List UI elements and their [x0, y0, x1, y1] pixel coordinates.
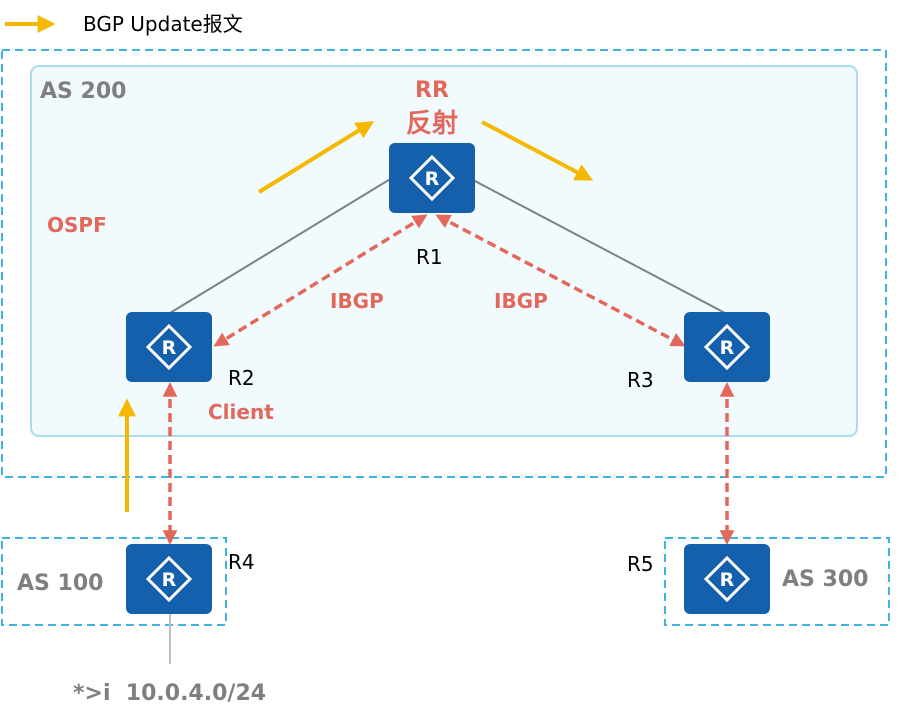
- router-label-r5: R5: [627, 552, 654, 576]
- as300-label: AS 300: [782, 567, 868, 592]
- router-icon: [684, 544, 770, 614]
- ospf-label: OSPF: [47, 213, 107, 237]
- router-label-r3: R3: [627, 368, 654, 392]
- reflect-label: 反射: [406, 109, 458, 139]
- as200-outer-box: [1, 49, 887, 478]
- ibgp-label-left: IBGP: [330, 289, 384, 313]
- update-arrow-r1-to-r3: [481, 120, 594, 181]
- as100-label: AS 100: [17, 571, 103, 596]
- legend-label: BGP Update报文: [83, 12, 243, 36]
- update-arrow-r2-to-r1: [257, 121, 375, 194]
- router-icon: [684, 312, 770, 382]
- ibgp-session-r1-r3: [435, 214, 686, 347]
- router-r3[interactable]: R: [684, 312, 770, 382]
- router-icon: [126, 544, 212, 614]
- client-label: Client: [208, 400, 274, 424]
- as300-box: [664, 537, 890, 626]
- svg-text:R: R: [162, 569, 177, 591]
- ibgp-session-r1-r2: [213, 214, 428, 347]
- svg-text:R: R: [425, 168, 440, 190]
- rr-label: RR: [415, 78, 449, 103]
- ibgp-label-right: IBGP: [494, 289, 548, 313]
- router-icon: [126, 312, 212, 382]
- router-r1[interactable]: R: [389, 143, 475, 213]
- route-entry: *>i 10.0.4.0/24: [73, 681, 266, 706]
- router-label-r4: R4: [228, 550, 255, 574]
- svg-text:R: R: [162, 337, 177, 359]
- router-r4[interactable]: R: [126, 544, 212, 614]
- router-r2[interactable]: R: [126, 312, 212, 382]
- as200-label: AS 200: [40, 79, 126, 104]
- as100-box: [1, 537, 227, 626]
- router-icon: [389, 143, 475, 213]
- router-label-r1: R1: [416, 245, 443, 269]
- router-label-r2: R2: [228, 366, 255, 390]
- legend: BGP Update报文: [5, 12, 243, 36]
- svg-text:R: R: [720, 569, 735, 591]
- router-r5[interactable]: R: [684, 544, 770, 614]
- svg-text:R: R: [720, 337, 735, 359]
